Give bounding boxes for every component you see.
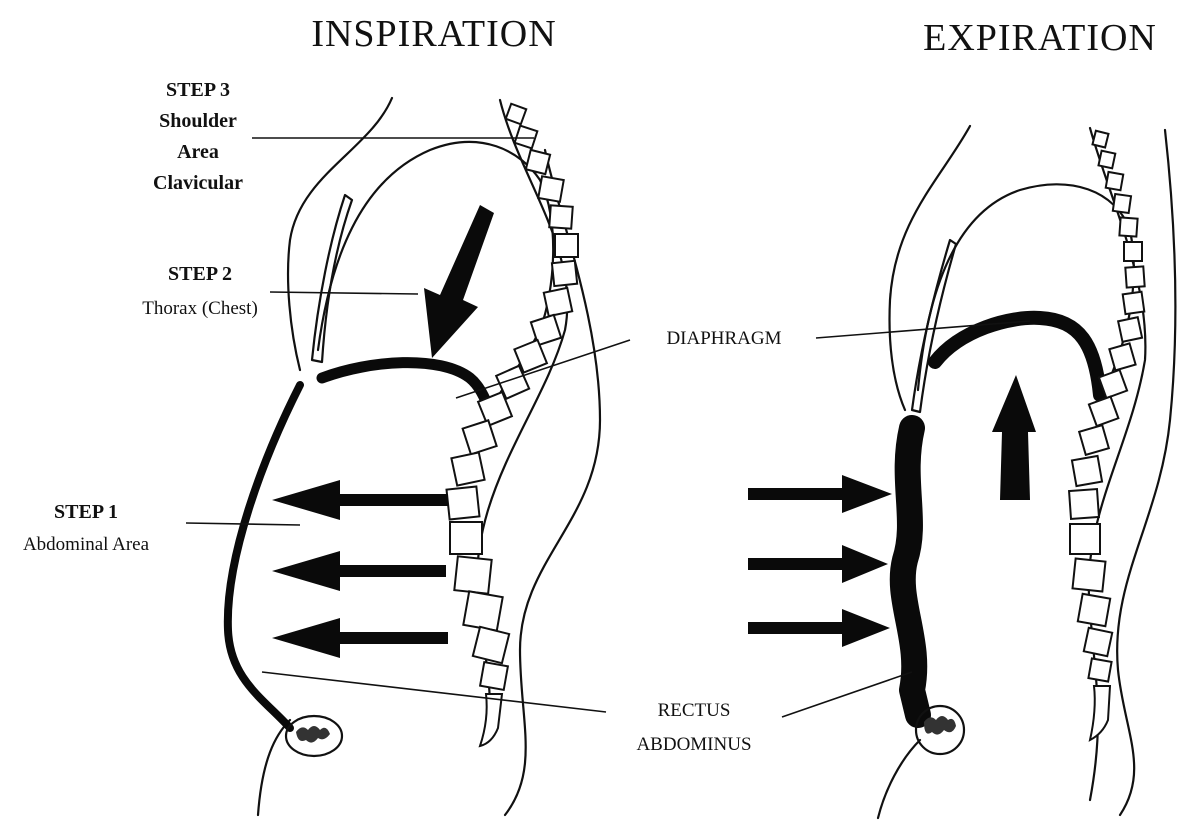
inspiration-sternum [312,195,352,362]
diaphragm-label: DIAPHRAGM [666,328,781,349]
rectus-line1: RECTUS [658,700,731,721]
step3-title: STEP 3 [166,79,230,101]
expiration-up-arrow [992,375,1036,500]
step1-leader [186,523,300,525]
inspiration-abdomen-arrows [272,480,448,658]
inspiration-figure [228,98,600,815]
expiration-figure [748,126,1175,818]
inspiration-diaphragm [322,363,490,412]
step3-line2: Area [177,141,219,163]
expiration-pubic-texture [924,716,956,735]
step3-label: STEP 3 Shoulder Area Clavicular [153,79,243,194]
step1-line1: Abdominal Area [23,534,150,555]
step3-line1: Shoulder [159,110,237,132]
expiration-title: EXPIRATION [923,17,1157,59]
inspiration-spine [447,100,578,746]
expiration-front-outline [890,126,970,410]
step1-label: STEP 1 Abdominal Area [23,501,150,555]
rectus-leader-left [262,672,606,712]
expiration-lower-front-outline [878,740,920,818]
step2-title: STEP 2 [168,263,232,285]
rectus-line2: ABDOMINUS [636,734,751,755]
diaphragm-leader-left [456,340,630,398]
inspiration-down-arrow [424,205,494,358]
expiration-abdomen-arrows [748,475,892,647]
rectus-leader-right [782,672,912,717]
inspiration-pubic-texture [296,726,330,743]
step3-line3: Clavicular [153,172,243,194]
inspiration-title: INSPIRATION [311,13,556,55]
inspiration-rectus-abdominus [228,385,300,728]
step2-label: STEP 2 Thorax (Chest) [142,263,258,319]
expiration-spine [1069,128,1145,800]
step1-title: STEP 1 [54,501,118,523]
rectus-abdominus-label: RECTUS ABDOMINUS [636,700,751,755]
step2-leader [270,292,418,294]
step2-line1: Thorax (Chest) [142,298,258,319]
